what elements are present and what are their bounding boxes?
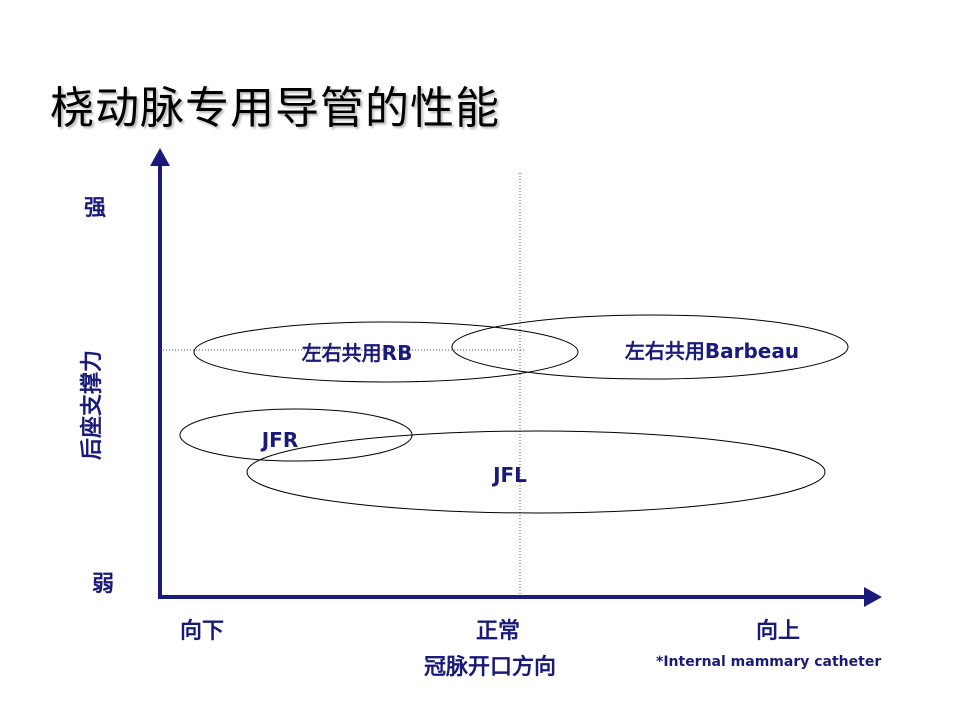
x-axis-left-label: 向下 (180, 619, 225, 644)
oval-jfl (246, 430, 826, 514)
oval-rb (193, 321, 579, 383)
page-title: 桡动脉专用导管的性能 (50, 83, 500, 134)
y-axis-arrow-icon (150, 148, 170, 166)
oval-jfr-label: JFR (260, 428, 299, 452)
y-axis-low-label: 弱 (92, 572, 115, 597)
x-axis-center-label: 正常 (476, 619, 521, 644)
oval-barbeau-label: 左右共用Barbeau (625, 339, 799, 363)
x-axis-title: 冠脉开口方向 (424, 655, 557, 680)
oval-rb-label: 左右共用RB (302, 341, 413, 365)
x-axis-right-label: 向上 (756, 619, 801, 644)
oval-jfl-label: JFL (491, 463, 527, 487)
x-axis-arrow-icon (864, 587, 882, 607)
footnote: *Internal mammary catheter (656, 654, 882, 670)
y-axis-high-label: 强 (84, 196, 107, 221)
oval-barbeau (451, 314, 849, 380)
